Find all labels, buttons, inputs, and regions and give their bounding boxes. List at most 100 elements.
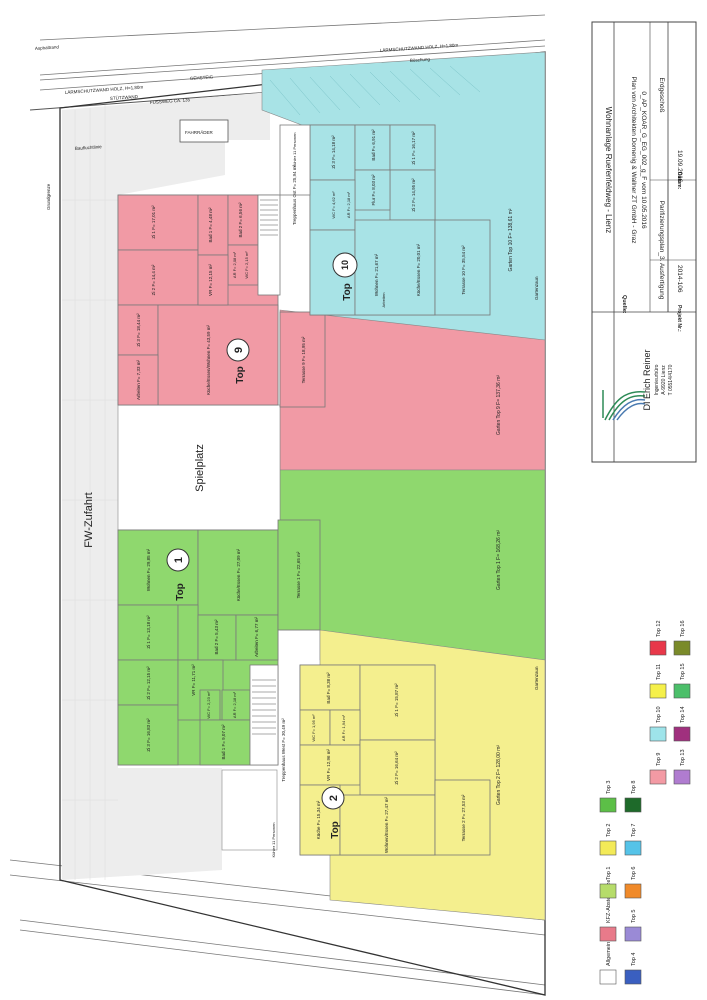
legend-swatch-col4-0 xyxy=(673,769,691,785)
fahrraeder-shed xyxy=(179,119,229,143)
top1-label: Top xyxy=(175,583,186,601)
top1-room-2: Zi 1 F= 13,18 m² xyxy=(146,615,151,649)
legend-swatch-col2-4 xyxy=(624,797,642,813)
legend-swatch-col2-0 xyxy=(624,969,642,985)
top2-room-0: Wohnen/Essen F= 27,47 m² xyxy=(384,796,389,853)
legend-swatch-col2-1 xyxy=(624,926,642,942)
laerm-label-1: LÄRMSCHUTZWAND HOLZ, H=1,80m xyxy=(65,84,144,95)
top10-circle xyxy=(332,252,358,278)
gartenzaun-label-2: Gartenzaun xyxy=(534,666,539,690)
legend-label-col1-4: Top 3 xyxy=(606,781,612,794)
terrace-10-label: Terrasse 10 F= 35,54 m² xyxy=(461,245,466,295)
laerm-label-2: LÄRMSCHUTZWAND HOLZ, H=1,80m xyxy=(380,42,459,53)
boeschung-label: Böschung xyxy=(410,57,431,63)
terrace-2 xyxy=(434,779,491,856)
legend-label-col2-1: Top 5 xyxy=(631,910,637,923)
gartenzaun-label-1: Gartenzaun xyxy=(534,276,539,300)
stair-ost-label: Treppenhaus Ost F= 25,94 m² xyxy=(292,164,297,225)
top2-number: 2 xyxy=(328,795,340,801)
stair-west-label: Treppenhaus West F= 30,49 m² xyxy=(281,718,286,782)
source-line1: Plan von Architekten Domenig & Wallner Z… xyxy=(630,77,637,244)
date-label: Datum: xyxy=(676,172,682,190)
legend-swatch-col1-4 xyxy=(599,797,617,813)
legend-swatch-col3-2 xyxy=(649,683,667,699)
top9-room-8: WC F= 2,15 m² xyxy=(244,251,249,279)
top1-room-4: Zi 3 F= 16,83 m² xyxy=(146,718,151,752)
top2-room-2: VR F= 12,96 m² xyxy=(326,749,331,781)
top1-room-7: Bad 1 F= 9,07 m² xyxy=(221,724,226,759)
source-label: Quelle: xyxy=(621,295,627,314)
top2-room-6: WC F= 1,95 m² xyxy=(311,714,316,742)
top9-room-3: Zi 2 F= 14,4 m² xyxy=(151,264,156,295)
garden-top2-label: Garten Top 2 F= 128,00 m² xyxy=(496,745,502,805)
gehsteig-label: GEHSTEIG xyxy=(190,74,214,81)
top2-room-7: AR F= 1,94 m² xyxy=(341,714,346,741)
block-top1 xyxy=(117,529,279,766)
legend-swatch-col2-3 xyxy=(624,840,642,856)
top1-room-0: Küche/Essen F= 27,09 m² xyxy=(236,548,241,601)
top9-room-7: Bad 2 F= 6,56 m² xyxy=(238,202,243,237)
date: 19.09.2016 xyxy=(676,150,683,183)
top9-room-6: Bad 1 F= 4,48 m² xyxy=(208,207,213,242)
terrace-9 xyxy=(279,311,326,408)
top1-number: 1 xyxy=(173,557,185,563)
top10-room-6: Flur F= 8,03 m² xyxy=(371,174,376,205)
source-line2: 0_AP_KOAR_G_EG_002_g_F vom 10.05.2016 xyxy=(640,91,647,229)
top10-number: 10 xyxy=(340,260,350,270)
terrace-2-label: Terrasse 2 F= 27,53 m² xyxy=(461,794,466,841)
top1-room-10: AR F= 2,18 m² xyxy=(232,691,237,718)
top9-number: 9 xyxy=(233,347,245,353)
top1-room-9: WC F= 2,23 m² xyxy=(206,691,211,719)
terrace-1-label: Terrasse 1 F= 22,65 m² xyxy=(296,551,301,598)
kuehler-bottom-label: Kühler 11 Personen xyxy=(271,822,276,857)
top9-room-5: VR F= 12,15 m² xyxy=(208,264,213,296)
legend-label-col1-2: Top 1 xyxy=(606,867,612,880)
legend-label-col1-3: Top 2 xyxy=(606,824,612,837)
stuetzwand-label: STÜTZWAND xyxy=(110,93,139,101)
office-role: Ingenieurbüro xyxy=(654,364,660,395)
top9-room-4: Zi 1 F= 17,01 m² xyxy=(151,205,156,239)
grundgrenze-label: Grundgrenze xyxy=(46,183,51,210)
top2-circle xyxy=(321,786,345,810)
top2-room-4: Zi 1 F= 15,87 m² xyxy=(394,683,399,717)
top10-room-4: Zi 2 F= 14,95 m² xyxy=(411,178,416,212)
top9-room-0: Küche/Essen/Wohnen F= 43,59 m² xyxy=(206,324,211,395)
legend-label-col3-2: Top 11 xyxy=(656,664,662,680)
block-top9 xyxy=(117,194,281,406)
fahrraeder-label: FAHRRÄDER xyxy=(185,129,214,135)
legend-label-col4-3: Top 16 xyxy=(680,620,686,637)
level: Erdgeschoß xyxy=(658,77,665,112)
legend-label-col2-2: Top 6 xyxy=(631,867,637,880)
top9-label: Top xyxy=(235,366,246,384)
project-no: 2014-106 xyxy=(676,265,683,293)
top10-room-3: Zi 1 F= 16,17 m² xyxy=(411,131,416,165)
top1-room-5: Arbeiten F= 6,77 m² xyxy=(254,617,259,657)
legend-swatch-col1-1 xyxy=(599,926,617,942)
legend-label-col3-3: Top 12 xyxy=(656,620,662,637)
top9-room-2: Zi 3 F= 18,44 m² xyxy=(136,313,141,347)
legend-swatch-col1-3 xyxy=(599,840,617,856)
fussweg-label: FUSSWEG CA. 135 xyxy=(150,97,191,105)
terrace-1 xyxy=(277,519,321,631)
office-name: DI Erich Reiner xyxy=(642,349,652,410)
top10-room-9: Arbeiten xyxy=(381,293,386,308)
top10-label: Top xyxy=(342,283,353,301)
top9-room-1: Arbeiten F= 7,33 m² xyxy=(136,360,141,400)
doc-type: Parifizierungsplan_3. Ausfertigung xyxy=(658,201,665,300)
top2-room-3: Zi 2 F= 16,64 m² xyxy=(394,751,399,785)
top10-room-7: WC F= 4,62 m² xyxy=(331,191,336,219)
legend-swatch-col3-3 xyxy=(649,640,667,656)
legend-label-col2-3: Top 7 xyxy=(631,824,637,837)
legend-label-col4-1: Top 14 xyxy=(680,706,686,723)
legend-label-col1-1: KFZ-Abstellplätze xyxy=(606,880,612,923)
paving-area xyxy=(62,92,270,880)
legend-swatch-col4-3 xyxy=(673,640,691,656)
top10-room-1: Küche/Essen F= 20,01 m² xyxy=(416,243,421,296)
legend-swatch-col1-0 xyxy=(599,969,617,985)
bauflucht-label: Baufluchtlinie xyxy=(75,144,103,151)
top10-room-0: Wohnen F= 21,67 m² xyxy=(374,253,379,296)
site-area xyxy=(9,14,546,996)
top9-room-9: AR F= 2,08 m² xyxy=(232,251,237,278)
legend-label-col4-2: Top 15 xyxy=(680,663,686,680)
